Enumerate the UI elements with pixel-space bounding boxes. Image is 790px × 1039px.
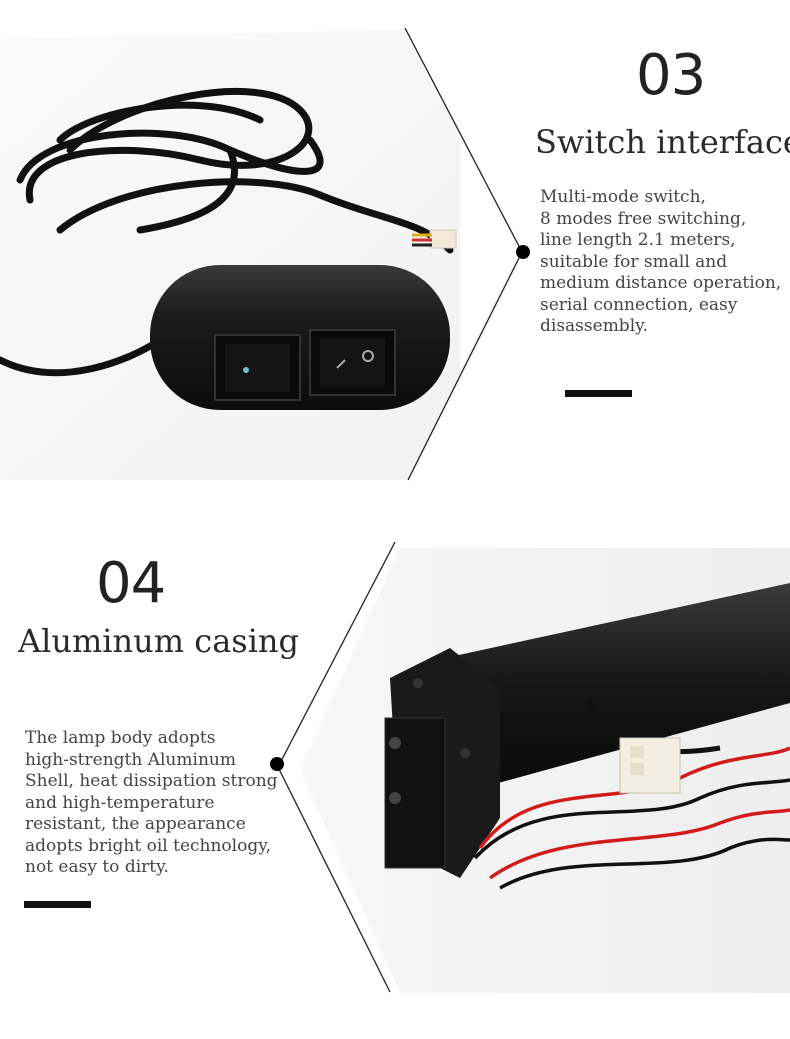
accent-bar (24, 901, 91, 908)
divider-dot (516, 245, 530, 259)
description-line: adopts bright oil technology, (25, 835, 271, 856)
description-line: suitable for small and (540, 251, 728, 272)
description-line: line length 2.1 meters, (540, 230, 736, 250)
section-description: Multi-mode switch, 8 modes free switchin… (540, 187, 781, 338)
divider-line (277, 542, 396, 993)
section-number: 03 (636, 43, 706, 108)
description-line: disassembly. (540, 316, 648, 336)
feature-section-casing: 04 Aluminum casing The lamp body adopts … (0, 520, 790, 1039)
description-line: medium distance operation, (540, 273, 782, 293)
switch-box-photo (0, 30, 460, 485)
description-line: high-strength Aluminum (25, 749, 236, 770)
description-line: serial connection, easy (540, 294, 738, 315)
section-number: 04 (96, 551, 166, 616)
feature-section-switch: 03 Switch interface Multi-mode switch, 8… (0, 28, 790, 485)
description-line: and high-temperature (25, 792, 215, 813)
description-line: not easy to dirty. (25, 857, 169, 877)
description-line: resistant, the appearance (25, 814, 246, 834)
description-line: Shell, heat dissipation strong (25, 771, 278, 791)
section-description: The lamp body adopts high-strength Alumi… (25, 728, 278, 879)
accent-bar (565, 390, 632, 397)
section-title: Switch interface (535, 123, 790, 161)
divider-line (404, 28, 523, 481)
aluminum-lamp-photo (300, 548, 790, 993)
section-title: Aluminum casing (18, 622, 300, 660)
description-line: 8 modes free switching, (540, 208, 747, 229)
divider-dot (270, 757, 284, 771)
description-line: The lamp body adopts (25, 728, 216, 748)
description-line: Multi-mode switch, (540, 187, 706, 207)
